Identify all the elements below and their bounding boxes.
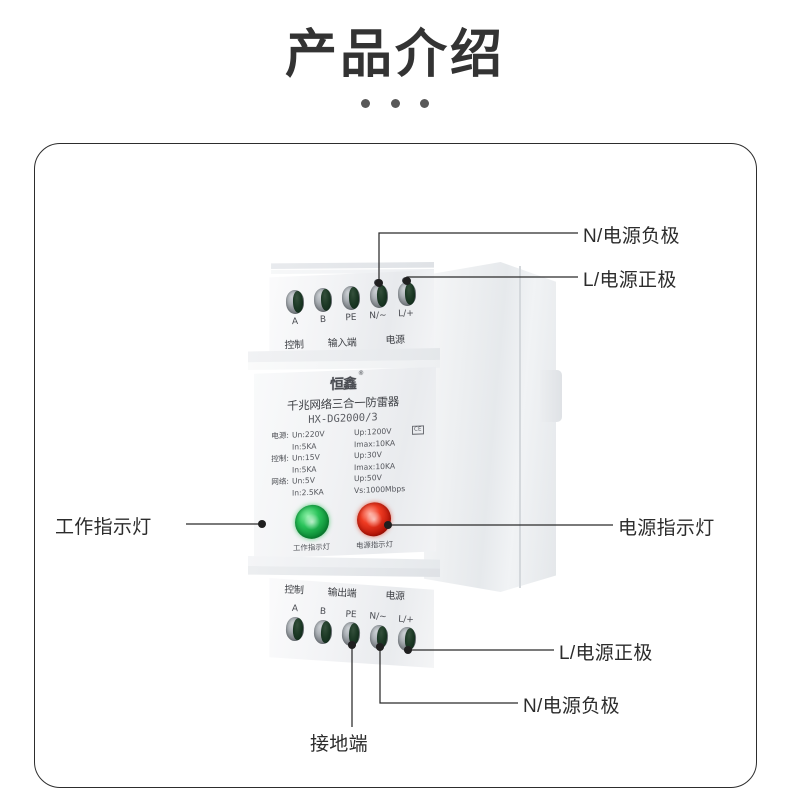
group-label-bottom-control: 控制: [284, 584, 304, 597]
terminal-label-bottom-a: A: [291, 603, 299, 615]
product-label-plate: [254, 367, 436, 559]
spec-group: [264, 487, 292, 500]
terminal-top-pe[interactable]: [341, 285, 361, 311]
panel-rail-top-outer: [248, 348, 440, 364]
callout-ground: 接地端: [310, 734, 368, 755]
terminal-label-bottom-l: L/+: [397, 614, 415, 626]
group-label-bottom-power: 电源: [385, 590, 405, 603]
title-dot: [390, 99, 400, 109]
callout-power-led: 电源指示灯: [618, 518, 715, 539]
callout-bottom-l: L/电源正极: [559, 643, 653, 664]
screw-bottom-n[interactable]: [376, 643, 384, 650]
work-indicator-label: 工作指示灯: [293, 542, 330, 553]
page-title: 产品介绍: [284, 26, 505, 84]
brand-logo-text: 恒鑫: [330, 376, 356, 394]
panel-rail-top-inner: [248, 360, 440, 370]
terminal-label-top-pe: PE: [345, 312, 357, 324]
terminal-label-top-b: B: [319, 314, 327, 326]
indicator-work: 工作指示灯: [293, 504, 330, 553]
screw-bottom-pe[interactable]: [348, 641, 356, 648]
terminal-label-bottom-b: B: [319, 606, 327, 618]
screw-bottom-l[interactable]: [404, 646, 412, 653]
group-label-bottom-output: 输出端: [327, 587, 357, 600]
top-block-rail-upper: [271, 262, 434, 269]
spec-value-right: Vs:1000Mbps: [354, 483, 406, 495]
power-indicator-led: [357, 501, 392, 538]
product-label-content: 恒鑫 ® 千兆网络三合一防雷器 HX-DG2000/3 CE 电源: Un:22…: [258, 365, 428, 554]
panel-rail-bottom-inner: [248, 566, 440, 577]
led-glow: [366, 511, 383, 528]
power-indicator-label: 电源指示灯: [356, 539, 393, 551]
device-housing-seam: [519, 266, 521, 588]
registered-trademark-icon: ®: [358, 369, 363, 377]
screw-top-n[interactable]: [374, 279, 382, 286]
terminal-top-b[interactable]: [313, 287, 333, 313]
terminal-top-l[interactable]: [397, 281, 417, 307]
title-dot: [419, 99, 429, 109]
terminal-label-top-n: N/~: [369, 310, 387, 322]
indicator-row: 工作指示灯 电源指示灯: [258, 500, 428, 555]
ce-mark-icon: CE: [411, 425, 424, 435]
title-dot-decoration: [0, 95, 790, 113]
terminal-top-n[interactable]: [369, 283, 389, 309]
spec-value-left: In:2.5KA: [292, 487, 324, 498]
callout-top-l: L/电源正极: [583, 270, 677, 291]
device-front-panel: 恒鑫 ® 千兆网络三合一防雷器 HX-DG2000/3 CE 电源: Un:22…: [248, 348, 440, 588]
brand-logo: 恒鑫 ®: [330, 370, 363, 394]
callout-bottom-n: N/电源负极: [523, 696, 620, 717]
terminal-label-bottom-pe: PE: [345, 609, 357, 621]
callout-top-n: N/电源负极: [583, 226, 680, 247]
screw-top-l[interactable]: [402, 277, 410, 284]
top-block-rail-lower: [271, 269, 434, 274]
din-rail-clip: [540, 370, 562, 422]
terminal-label-top-l: L/+: [398, 308, 414, 320]
spec-table: CE 电源: Un:220V Up:1200V In:5KA Imax:10KA…: [264, 424, 428, 500]
terminal-top-a[interactable]: [285, 289, 305, 315]
terminal-label-bottom-n: N/~: [369, 611, 387, 623]
work-indicator-led: [294, 504, 329, 540]
indicator-power: 电源指示灯: [356, 501, 393, 551]
terminal-label-top-a: A: [291, 316, 299, 328]
device-housing-body: [424, 262, 556, 592]
led-glow: [303, 513, 320, 531]
group-label-top-power: 电源: [385, 334, 405, 347]
title-dot: [361, 99, 371, 109]
content-frame: [34, 143, 757, 788]
callout-work-led: 工作指示灯: [55, 517, 152, 538]
